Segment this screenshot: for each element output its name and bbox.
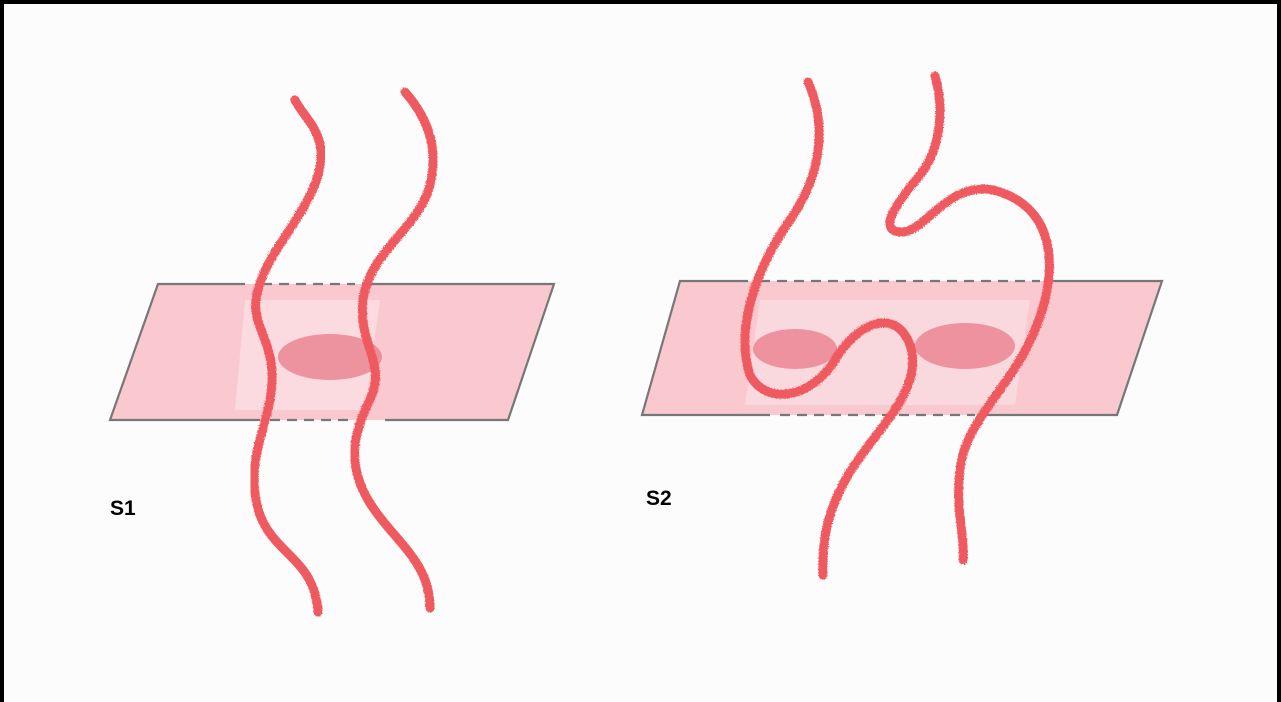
- panel-s1: [110, 92, 554, 612]
- panel-s2: [642, 76, 1162, 575]
- panel-label-s1: S1: [110, 497, 136, 521]
- s2-bulge-right: [915, 323, 1015, 369]
- s2-bulge-left: [753, 329, 837, 369]
- panel-label-s2: S2: [646, 487, 672, 511]
